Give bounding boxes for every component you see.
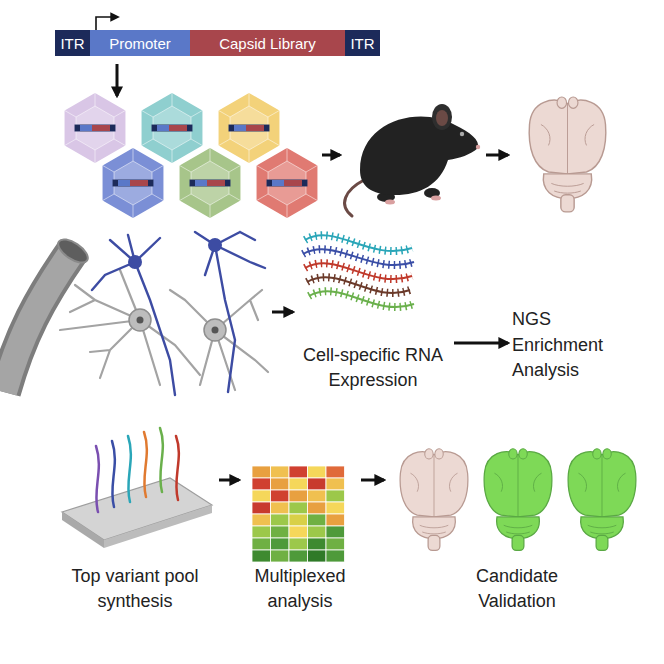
segment-label: Capsid Library (219, 35, 316, 52)
brain (400, 449, 468, 551)
heatmap-cell (308, 478, 327, 490)
heatmap-cell (326, 502, 345, 514)
capsid (102, 147, 164, 219)
promoter-arrow (96, 17, 118, 30)
validation-brains (400, 449, 636, 551)
heatmap-cell (252, 502, 271, 514)
heatmap-cell (326, 490, 345, 502)
heatmap-cell (289, 502, 308, 514)
heatmap (252, 466, 345, 562)
flow-arrow (272, 312, 293, 313)
capsid-library (64, 92, 318, 219)
heatmap-cell (308, 502, 327, 514)
heatmap-cell (308, 526, 327, 538)
segment-label: ITR (60, 35, 84, 52)
heatmap-cell (252, 466, 271, 478)
vector-segment: Capsid Library (190, 30, 345, 56)
capsid (179, 147, 241, 219)
ngs-step: NGS Enrichment Analysis (512, 303, 632, 384)
capsid (141, 92, 203, 164)
multiplexed-step: Multiplexed analysis (243, 455, 357, 615)
heatmap-cell (252, 550, 271, 562)
capsid (64, 92, 126, 164)
heatmap-cell (271, 538, 290, 550)
synthesis-step: Top variant pool synthesis (55, 425, 215, 615)
step-label: NGS Enrichment Analysis (512, 307, 624, 384)
heatmap-cell (289, 526, 308, 538)
heatmap-cell (271, 478, 290, 490)
heatmap-cell (271, 466, 290, 478)
brain (568, 449, 636, 551)
mouse (345, 104, 481, 216)
rna-expression-step: Cell-specific RNA Expression (296, 228, 450, 394)
brain (484, 449, 552, 551)
vector-segment: ITR (345, 30, 380, 56)
flow-arrow (454, 342, 508, 345)
heatmap-cell (252, 538, 271, 550)
flow-arrow (219, 479, 239, 482)
segment-label: ITR (350, 35, 374, 52)
brain (529, 97, 606, 212)
step-label: Multiplexed analysis (245, 564, 355, 615)
brain-tissue (4, 232, 268, 395)
step-label: Top variant pool synthesis (71, 564, 199, 615)
heatmap-cell (271, 550, 290, 562)
vector-segment: ITR (55, 30, 90, 56)
heatmap-cell (289, 478, 308, 490)
capsid (218, 92, 280, 164)
heatmap-cell (271, 502, 290, 514)
heatmap-cell (326, 514, 345, 526)
flow-arrow (322, 155, 340, 156)
heatmap-cell (289, 550, 308, 562)
heatmap-cell (252, 478, 271, 490)
heatmap-cell (326, 550, 345, 562)
heatmap-cell (252, 514, 271, 526)
heatmap-cell (289, 466, 308, 478)
step-label: Cell-specific RNA Expression (296, 343, 450, 394)
segment-label: Promoter (109, 35, 171, 52)
heatmap-cell (308, 538, 327, 550)
heatmap-cell (289, 490, 308, 502)
heatmap-cell (252, 526, 271, 538)
step-label: Candidate Validation (447, 564, 587, 615)
heatmap-cell (252, 490, 271, 502)
validation-step: Candidate Validation (388, 440, 646, 615)
rna-strands (303, 235, 414, 307)
heatmap-cell (308, 550, 327, 562)
capsid (256, 147, 318, 219)
brain (529, 97, 606, 212)
synthesis-chip (62, 428, 212, 548)
heatmap-cell (271, 490, 290, 502)
heatmap-cell (326, 526, 345, 538)
vector-segment: Promoter (90, 30, 190, 56)
heatmap-cell (326, 466, 345, 478)
heatmap-cell (308, 466, 327, 478)
heatmap-cell (308, 490, 327, 502)
flow-arrow (486, 155, 508, 156)
heatmap-cell (289, 514, 308, 526)
flow-arrow (117, 64, 118, 96)
heatmap-cell (271, 514, 290, 526)
flow-arrow (361, 479, 384, 482)
heatmap-cell (271, 526, 290, 538)
heatmap-cell (326, 538, 345, 550)
heatmap-cell (289, 538, 308, 550)
heatmap-cell (326, 478, 345, 490)
heatmap-cell (308, 514, 327, 526)
